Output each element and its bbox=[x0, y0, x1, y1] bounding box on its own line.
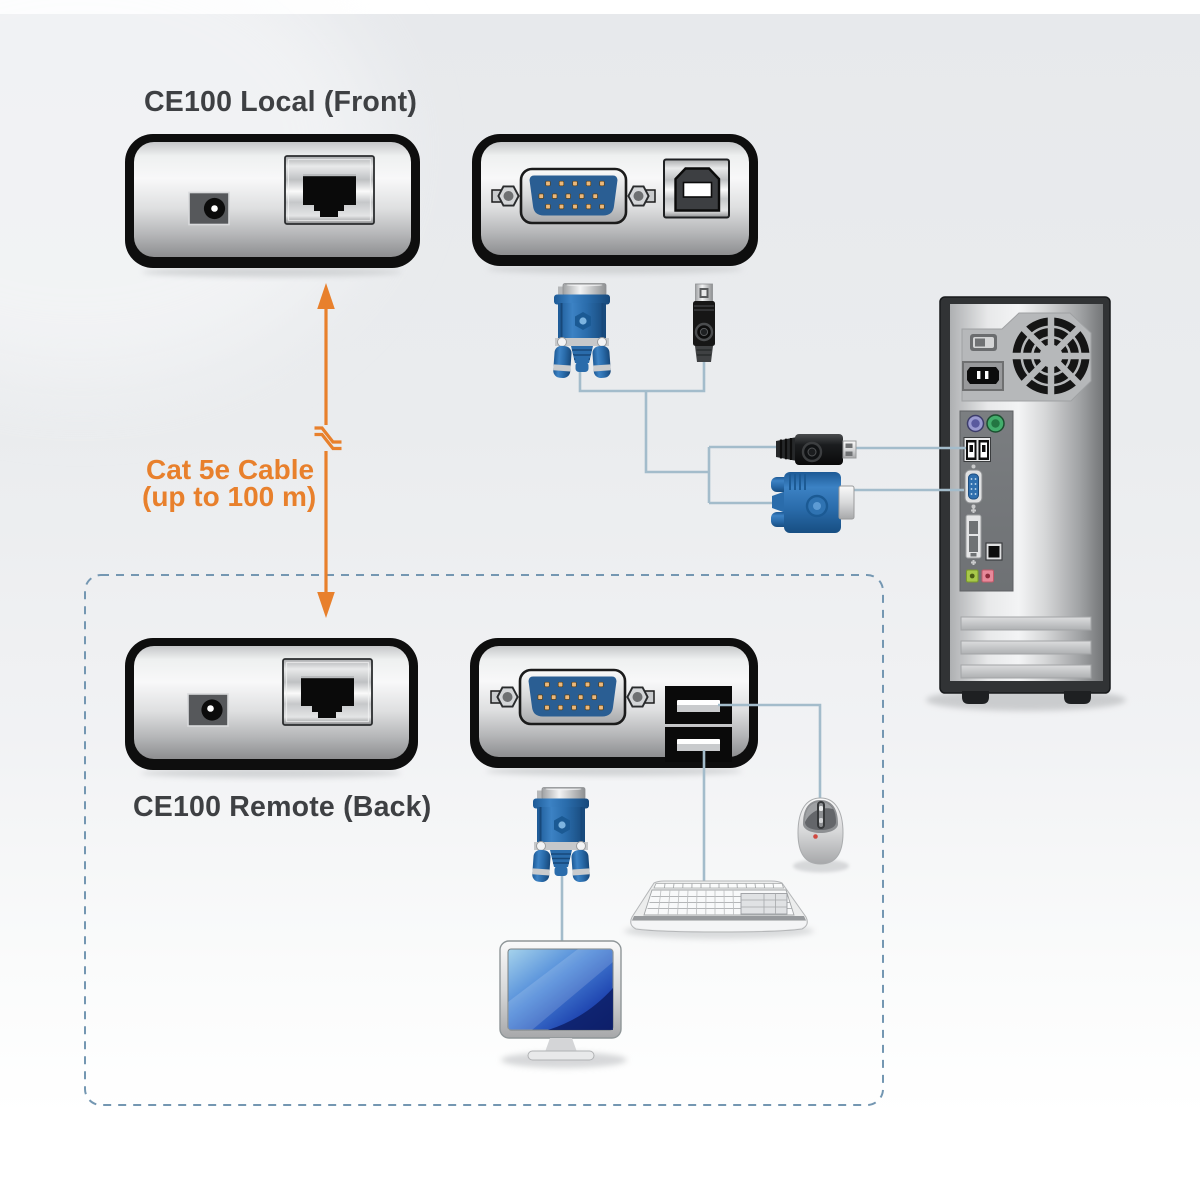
svg-text:(up to 100 m): (up to 100 m) bbox=[142, 481, 316, 512]
svg-text:CE100 Local (Front): CE100 Local (Front) bbox=[144, 86, 417, 118]
svg-text:CE100 Remote (Back): CE100 Remote (Back) bbox=[133, 791, 431, 823]
svg-text:Cat 5e Cable: Cat 5e Cable bbox=[146, 454, 314, 485]
